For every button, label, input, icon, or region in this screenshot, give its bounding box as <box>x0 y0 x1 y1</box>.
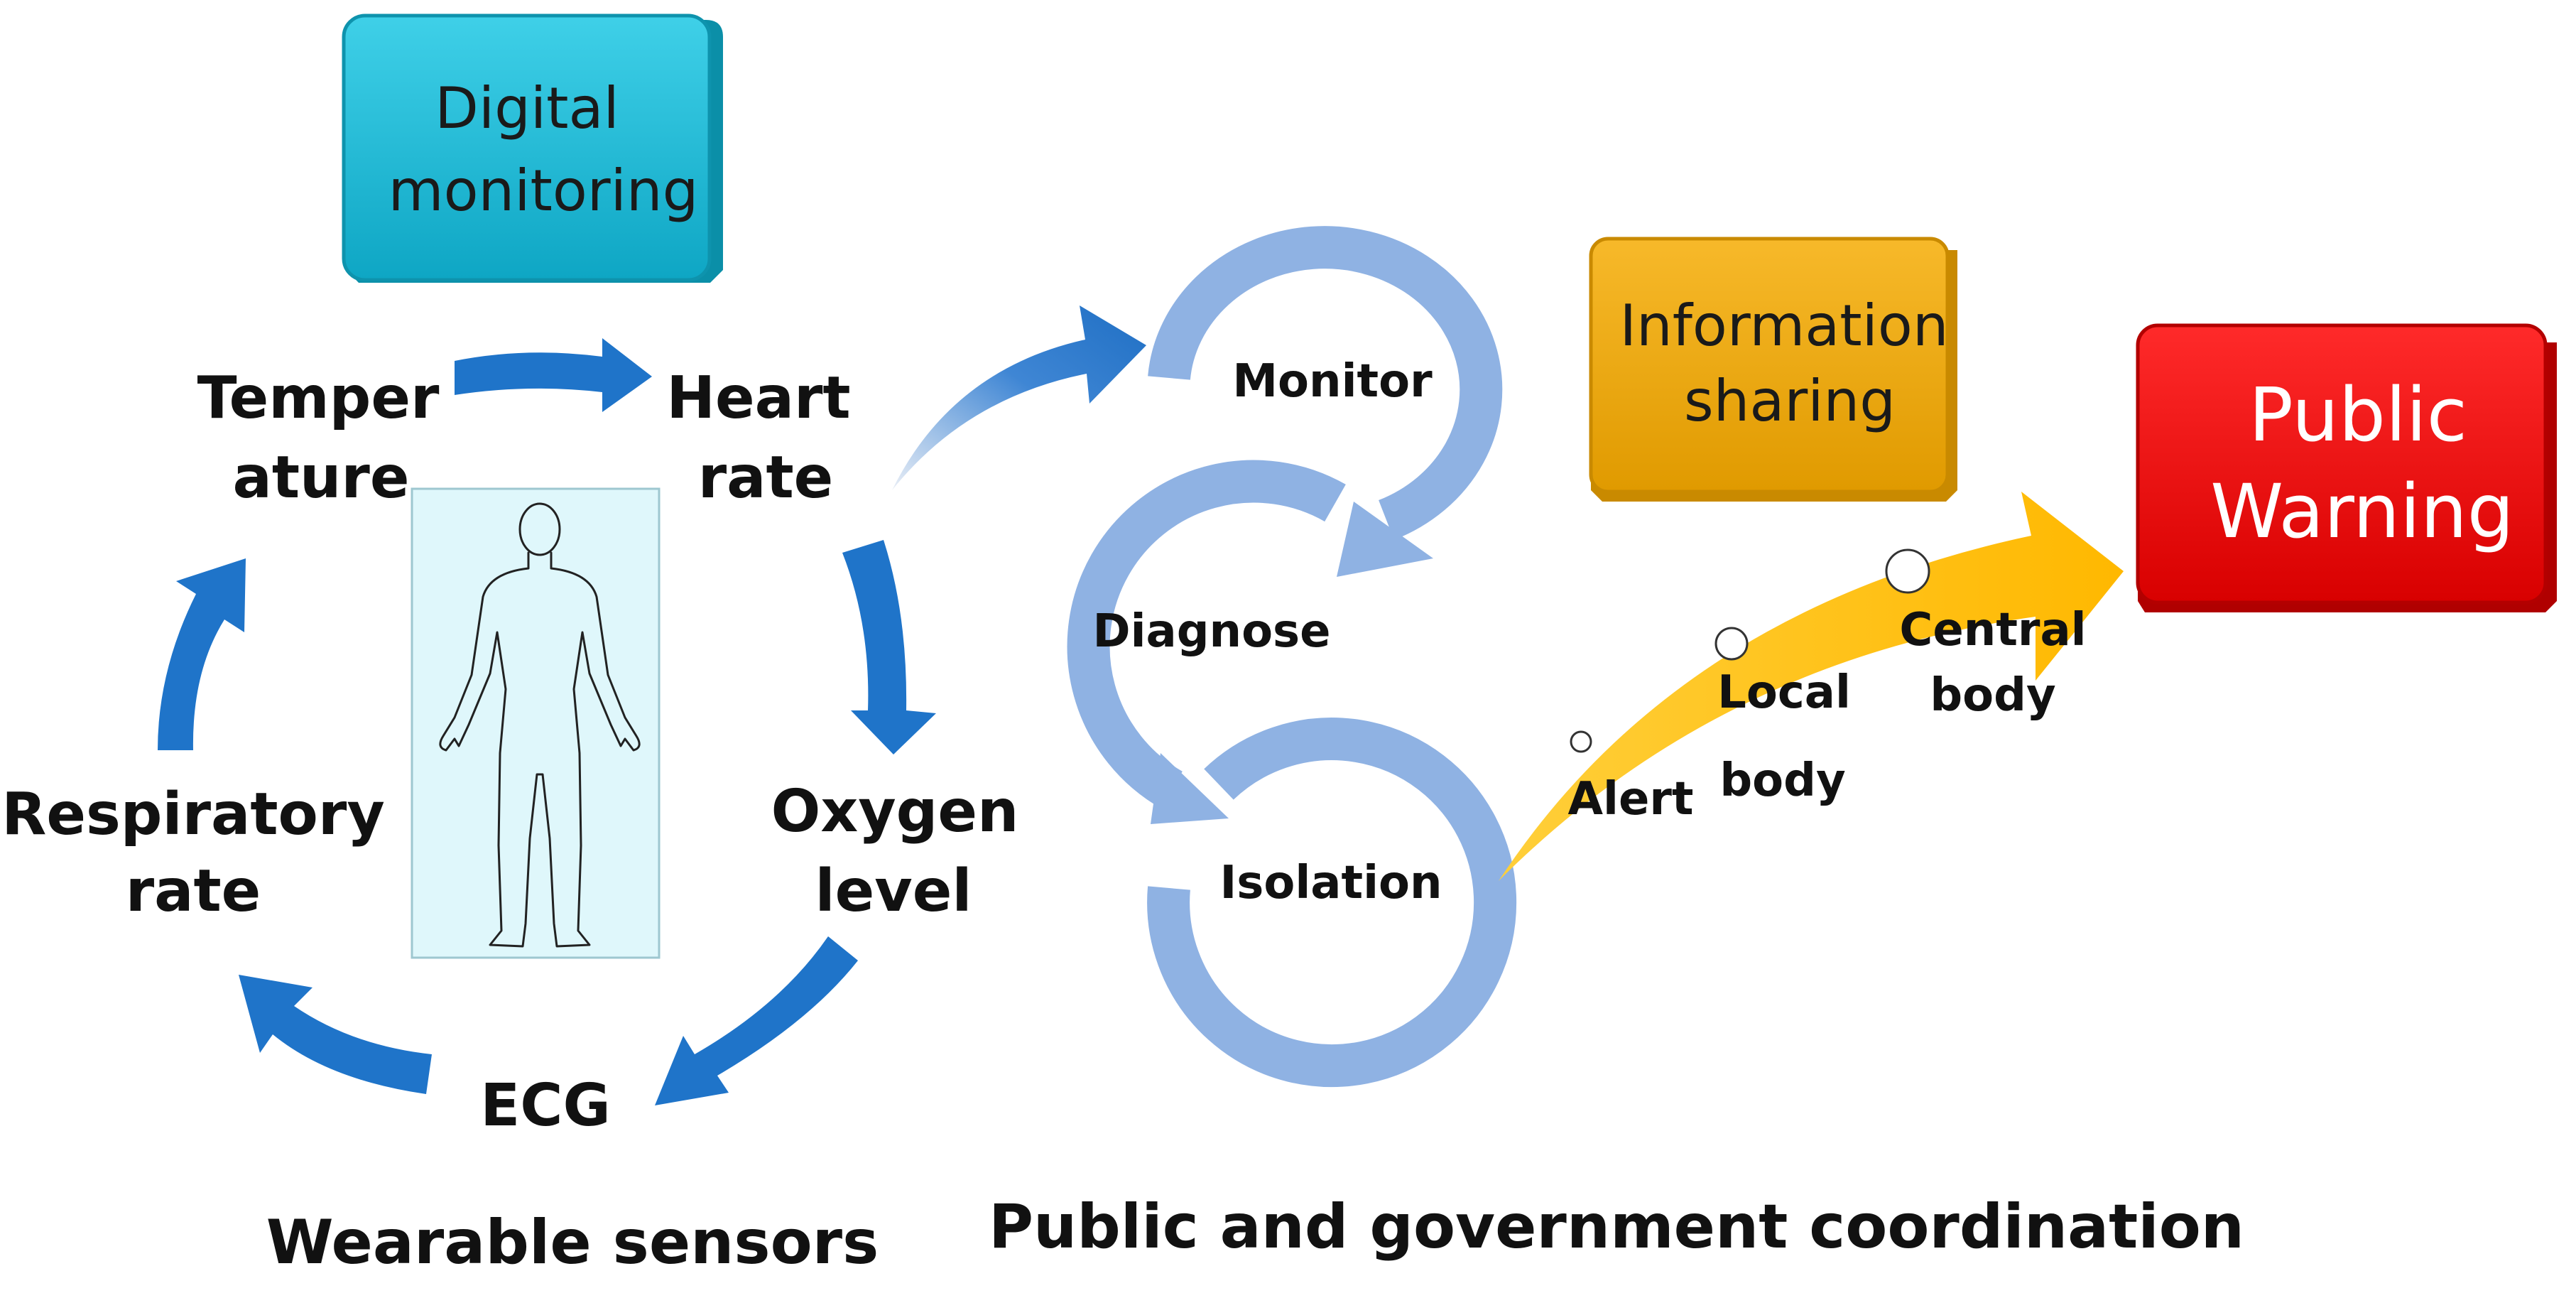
curved-arrow-icon <box>892 305 1146 490</box>
human-body-outline-icon <box>439 502 641 948</box>
arrow-oxygen-to-ecg <box>655 936 858 1105</box>
label-ecg: ECG <box>480 1072 611 1140</box>
information-sharing-line1: Information <box>1619 293 1948 359</box>
public-warning-line2: Warning <box>2210 468 2514 555</box>
arrow-temp-to-heart <box>455 338 652 412</box>
label-isolation: Isolation <box>1219 857 1442 909</box>
label-diagnose: Diagnose <box>1092 605 1330 658</box>
digital-monitoring-line2: monitoring <box>388 158 699 224</box>
label-alert: Alert <box>1567 773 1693 826</box>
escalation-dot-central <box>1885 548 1930 594</box>
wearable-cycle-arrows <box>158 338 936 1105</box>
label-local-body-line2: body <box>1719 754 1845 807</box>
label-temperature-line2: ature <box>233 444 410 512</box>
escalation-dot-local <box>1714 627 1749 661</box>
public-warning-box: Public Warning <box>2136 323 2557 612</box>
label-oxygen-level-line2: level <box>815 858 972 925</box>
label-central-body-line2: body <box>1930 669 2055 722</box>
arrow-ecg-to-respiratory <box>239 975 432 1094</box>
public-warning-line1: Public <box>2249 372 2467 458</box>
process-loops <box>1067 226 1517 1088</box>
footer-public-government-coordination: Public and government coordination <box>989 1191 2244 1262</box>
loop-isolation <box>1147 718 1517 1088</box>
arrow-respiratory-to-temp <box>158 558 246 750</box>
label-respiratory-rate-line2: rate <box>126 858 261 925</box>
label-local-body-line1: Local <box>1717 666 1851 719</box>
label-heart-rate-line1: Heart <box>666 364 850 432</box>
information-sharing-box: Information sharing <box>1589 237 1957 502</box>
digital-monitoring-line1: Digital <box>435 75 619 141</box>
label-oxygen-level-line1: Oxygen <box>771 778 1019 845</box>
label-temperature-line1: Temper <box>197 364 440 432</box>
label-heart-rate-line2: rate <box>698 444 834 512</box>
label-monitor: Monitor <box>1232 355 1433 408</box>
footer-wearable-sensors: Wearable sensors <box>266 1207 879 1278</box>
loop-diagnose <box>1067 460 1346 809</box>
digital-monitoring-box: Digital monitoring <box>342 13 723 283</box>
human-body-panel <box>411 487 661 959</box>
escalation-dot-alert <box>1570 730 1592 753</box>
information-sharing-line2: sharing <box>1684 368 1896 434</box>
loop-monitor <box>1148 226 1503 540</box>
arrow-heart-to-oxygen <box>842 540 936 754</box>
label-central-body-line1: Central <box>1899 604 2086 656</box>
escalation-arrow <box>1499 492 2124 881</box>
label-respiratory-rate-line1: Respiratory <box>1 781 385 848</box>
